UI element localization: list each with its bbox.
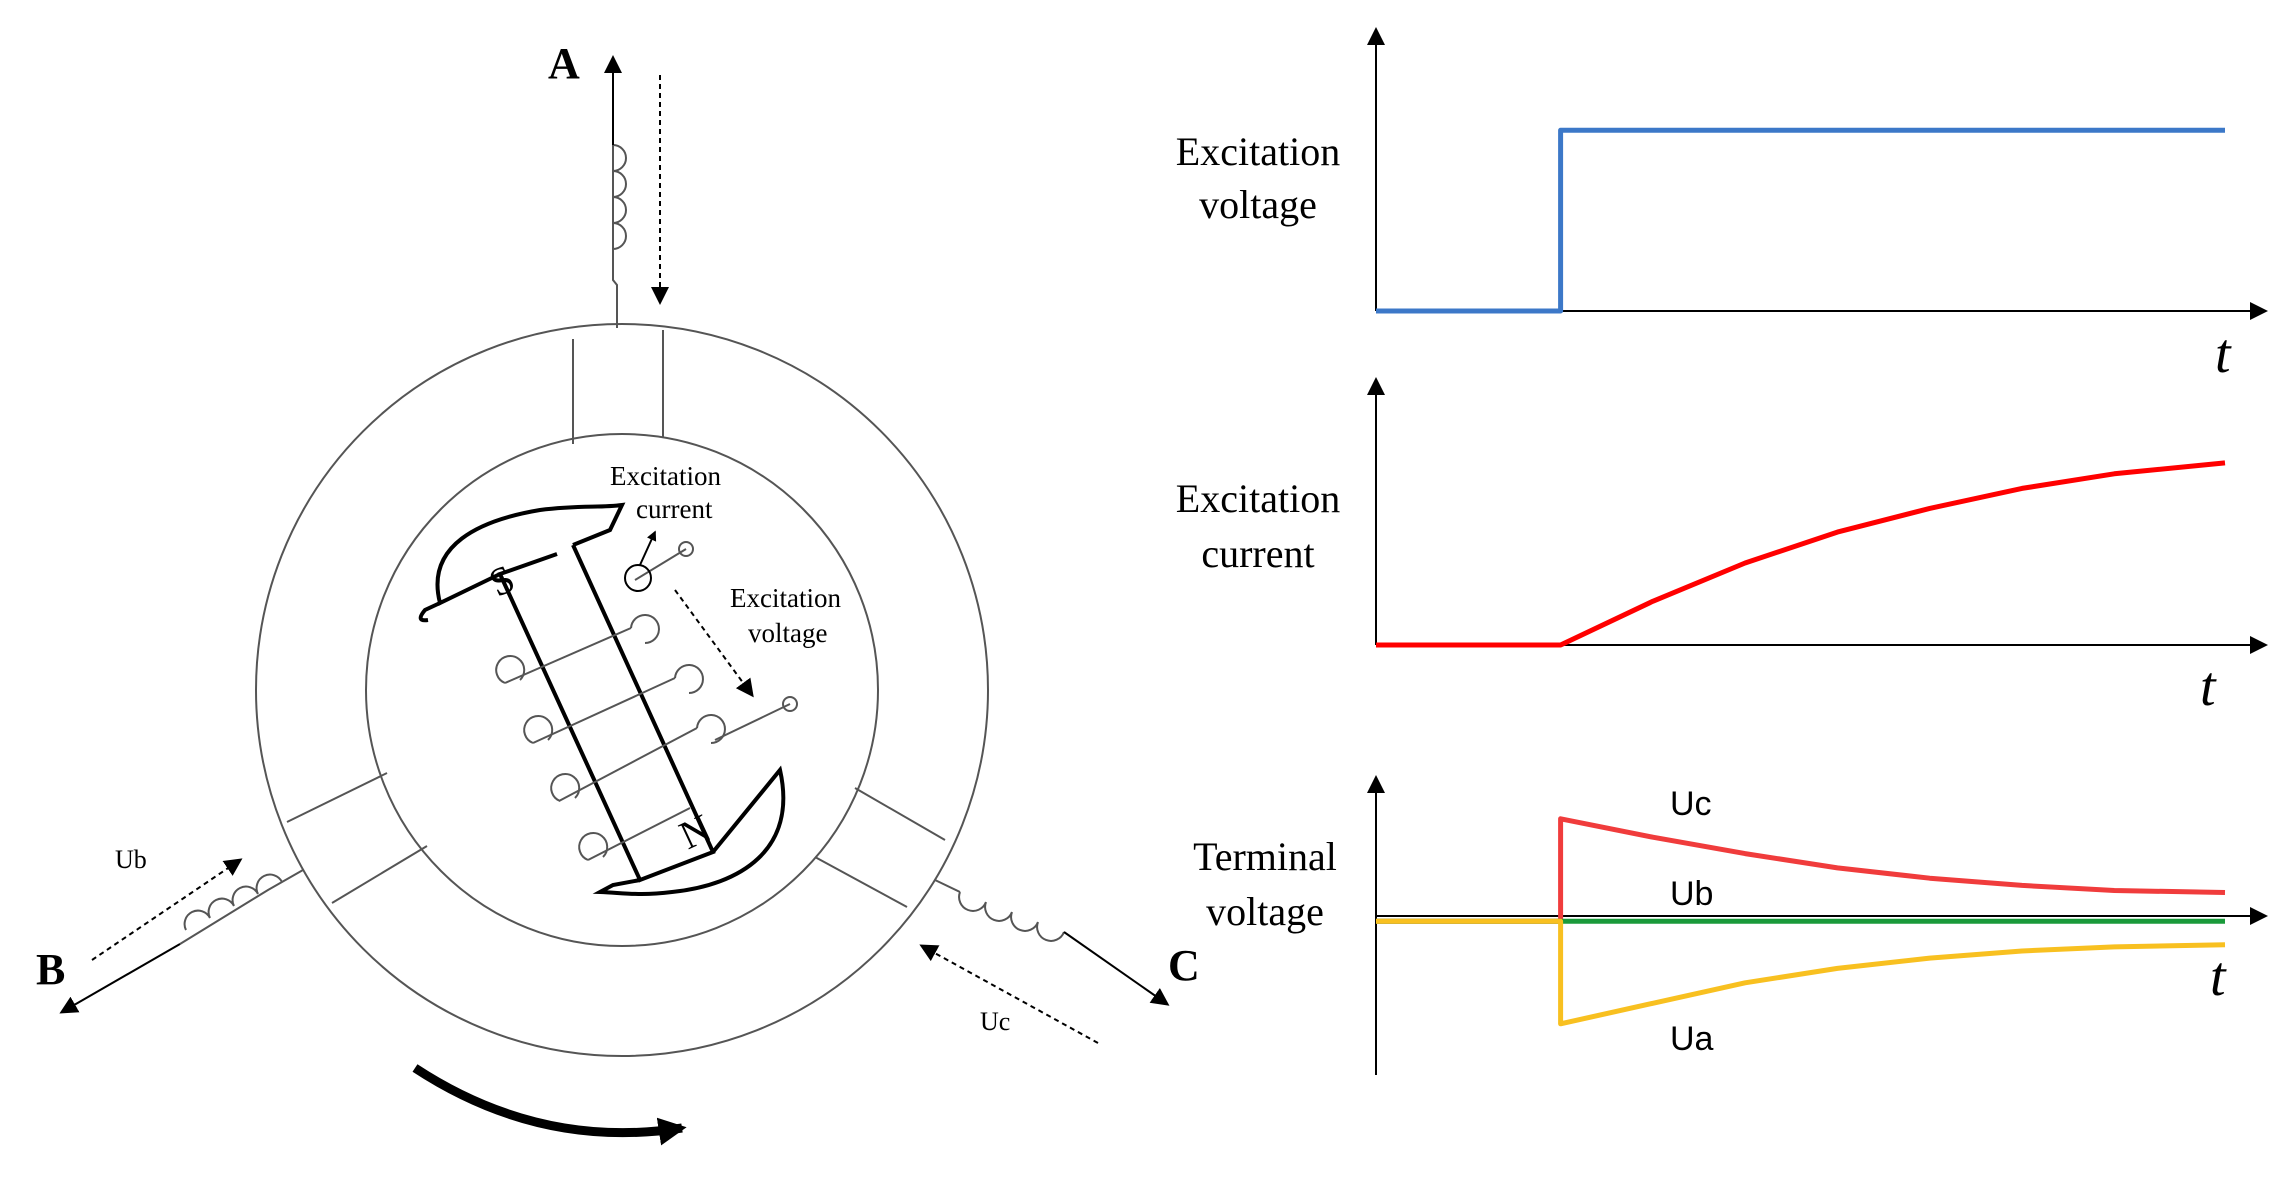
chart-panel-1: Excitation voltage t — [1176, 27, 2268, 385]
series-line-ua — [1376, 918, 2226, 1027]
stator-inner-ring — [365, 433, 879, 947]
generator-schematic: A B Ub C Uc — [36, 39, 1200, 1146]
y-axis-label-line: voltage — [1206, 889, 1324, 934]
ub-label: Ub — [115, 845, 147, 874]
phase-c-label: C — [1168, 941, 1200, 990]
series-label-ua: Ua — [1670, 1020, 1714, 1058]
phase-b-winding — [59, 869, 304, 1014]
stator-slot-b — [286, 772, 428, 904]
y-axis-label-line: Excitation — [1176, 129, 1340, 174]
field-voltage-arrow — [674, 589, 754, 698]
uc-label: Uc — [980, 1007, 1010, 1036]
phase-b-label: B — [36, 945, 65, 994]
waveform-charts: ExcitationvoltagetExcitationcurrenttTerm… — [1176, 27, 2268, 1075]
rotation-arrow — [412, 1064, 687, 1146]
chart-panel-2: Excitation current t — [1176, 377, 2268, 718]
y-axis-label-line: voltage — [1199, 182, 1317, 227]
phase-c-winding — [934, 879, 1170, 1006]
rotor-pole-south — [435, 502, 626, 606]
phase-a-label: A — [548, 39, 580, 88]
stator-slot-c — [814, 787, 946, 908]
series-label-ub: Ub — [1670, 875, 1713, 913]
x-axis-label: t — [2210, 946, 2227, 1008]
series-line — [1376, 460, 2226, 648]
field-current-ring — [624, 564, 652, 592]
field-current-label-l2: current — [636, 494, 713, 524]
rotor-pole-north — [592, 765, 786, 896]
field-voltage-label-l1: Excitation — [730, 583, 841, 613]
y-axis-label-line: current — [1201, 531, 1314, 576]
x-axis-label: t — [2200, 656, 2217, 718]
stator-slot-a — [572, 330, 664, 444]
field-voltage-label-l2: voltage — [748, 618, 827, 648]
field-current-label-l1: Excitation — [610, 461, 721, 491]
stator-outer-ring — [255, 323, 989, 1057]
rotor: S N — [418, 502, 798, 896]
y-axis-label-line: Terminal — [1193, 834, 1337, 879]
phase-b-voltage-arrow — [91, 858, 243, 961]
rotor-field-coil — [495, 614, 726, 861]
series-line-uc — [1376, 816, 2226, 924]
series-label-uc: Uc — [1670, 785, 1712, 823]
y-axis-label-line: Excitation — [1176, 476, 1340, 521]
phase-c-voltage-arrow — [919, 944, 1099, 1044]
phase-a-winding — [604, 55, 627, 328]
x-axis-label: t — [2215, 323, 2232, 385]
series-line — [1376, 127, 2225, 314]
